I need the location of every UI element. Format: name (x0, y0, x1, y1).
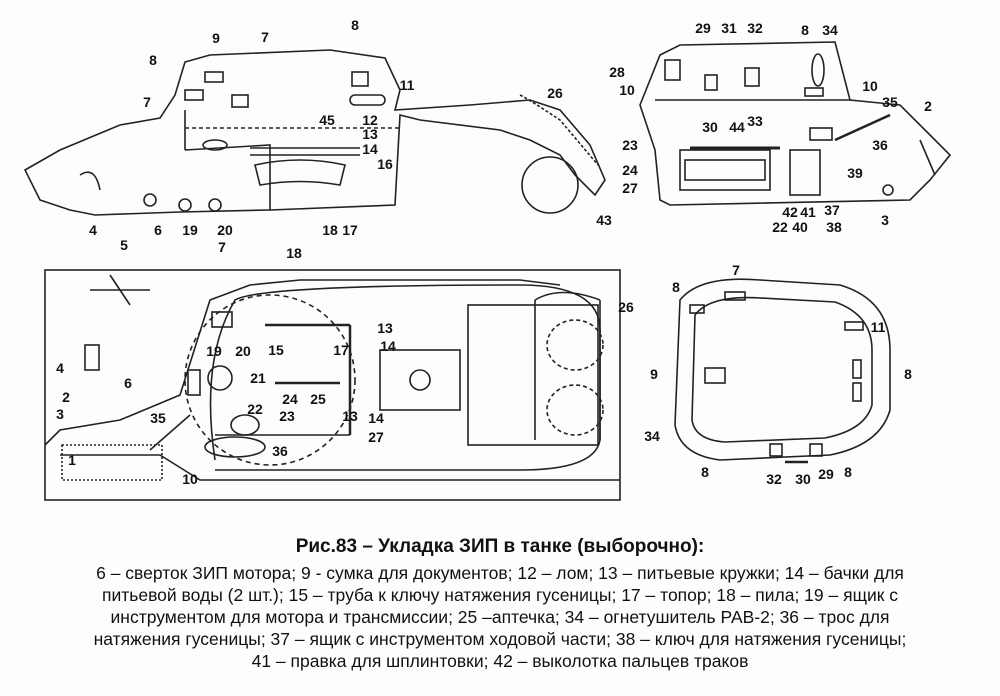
legend-line: 41 – правка для шплинтовки; 42 – выколот… (251, 651, 749, 671)
section-callout-number: 23 (622, 137, 638, 153)
plan-callout-number: 13 (377, 320, 393, 336)
plan-callout-number: 25 (310, 391, 326, 407)
tank-drawings (23, 41, 952, 501)
plan-callout-number: 17 (333, 342, 349, 358)
plan-callout-number: 6 (124, 375, 132, 391)
side-callout-number: 8 (351, 17, 359, 33)
plan-callout-number: 14 (380, 338, 396, 354)
plan-callout-number: 19 (206, 343, 222, 359)
turret-callout-number: 8 (904, 366, 912, 382)
turret-callout-number: 8 (844, 464, 852, 480)
section-callout-number: 29 (695, 20, 711, 36)
section-callout-number: 3 (881, 212, 889, 228)
plan-callout-number: 23 (279, 408, 295, 424)
side-callout-number: 26 (547, 85, 563, 101)
plan-callout-number: 14 (368, 410, 384, 426)
section-callout-number: 10 (619, 82, 635, 98)
section-callout-number: 41 (800, 204, 816, 220)
section-callout-number: 40 (792, 219, 808, 235)
plan-callout-number: 21 (250, 370, 266, 386)
side-callout-number: 7 (261, 29, 269, 45)
section-callout-number: 28 (609, 64, 625, 80)
plan-callout-number: 36 (272, 443, 288, 459)
plan-callout-number: 1 (68, 452, 76, 468)
turret-callout-number: 29 (818, 466, 834, 482)
section-callout-number: 27 (622, 180, 638, 196)
side-callout-number: 8 (149, 52, 157, 68)
turret-callout-number: 30 (795, 471, 811, 487)
plan-view-drawing (44, 269, 621, 501)
section-callout-number: 2 (924, 98, 932, 114)
plan-callout-number: 15 (268, 342, 284, 358)
figure-caption: Рис.83 – Укладка ЗИП в танке (выборочно)… (0, 536, 1000, 672)
plan-callout-number: 18 (286, 245, 302, 261)
plan-callout-number: 13 (342, 408, 358, 424)
legend-line: натяжения гусеницы; 37 – ящик с инструме… (93, 629, 907, 649)
side-callout-number: 9 (212, 30, 220, 46)
legend-line: питьевой воды (2 шт.); 15 – труба к ключ… (101, 585, 899, 605)
plan-callout-number: 3 (56, 406, 64, 422)
side-callout-number: 20 (217, 222, 233, 238)
turret-callout-number: 34 (644, 428, 660, 444)
section-callout-number: 35 (882, 94, 898, 110)
plan-callout-number: 10 (182, 471, 198, 487)
plan-callout-number: 22 (247, 401, 263, 417)
section-callout-number: 37 (824, 202, 840, 218)
side-callout-number: 12 (362, 112, 378, 128)
section-callout-number: 36 (872, 137, 888, 153)
plan-callout-number: 35 (150, 410, 166, 426)
side-callout-number: 16 (377, 156, 393, 172)
section-callout-number: 39 (847, 165, 863, 181)
side-callout-number: 43 (596, 212, 612, 228)
plan-callout-number: 7 (218, 239, 226, 255)
plan-callout-number: 5 (120, 237, 128, 253)
plan-callout-number: 2 (62, 389, 70, 405)
side-callout-number: 14 (362, 141, 378, 157)
side-view-drawing (23, 49, 606, 216)
figure-title: Рис.83 – Укладка ЗИП в танке (выборочно)… (295, 536, 705, 557)
side-callout-number: 17 (342, 222, 358, 238)
side-callout-number: 4 (89, 222, 97, 238)
section-callout-number: 34 (822, 22, 838, 38)
side-callout-number: 7 (143, 94, 151, 110)
section-callout-number: 42 (782, 204, 798, 220)
section-view-drawing (639, 41, 952, 206)
section-callout-number: 8 (801, 22, 809, 38)
plan-callout-number: 4 (56, 360, 64, 376)
plan-callout-number: 24 (282, 391, 298, 407)
turret-callout-number: 32 (766, 471, 782, 487)
section-callout-number: 44 (729, 119, 745, 135)
turret-view-drawing (674, 278, 891, 464)
section-callout-number: 38 (826, 219, 842, 235)
section-callout-number: 30 (702, 119, 718, 135)
plan-callout-number: 20 (235, 343, 251, 359)
turret-callout-number: 8 (701, 464, 709, 480)
side-callout-number: 13 (362, 126, 378, 142)
section-callout-number: 22 (772, 219, 788, 235)
turret-callout-number: 7 (732, 262, 740, 278)
turret-callout-number: 8 (672, 279, 680, 295)
turret-callout-number: 9 (650, 366, 658, 382)
section-callout-number: 32 (747, 20, 763, 36)
turret-callout-number: 11 (870, 319, 886, 335)
legend-line: 6 – сверток ЗИП мотора; 9 - сумка для до… (96, 563, 904, 583)
section-callout-number: 10 (862, 78, 878, 94)
section-callout-number: 31 (721, 20, 737, 36)
legend-line: инструментом для мотора и трансмиссии; 2… (110, 607, 890, 627)
side-callout-number: 18 (322, 222, 338, 238)
side-callout-number: 45 (319, 112, 335, 128)
section-callout-number: 33 (747, 113, 763, 129)
side-callout-number: 19 (182, 222, 198, 238)
side-callout-number: 11 (399, 77, 415, 93)
side-callout-number: 6 (154, 222, 162, 238)
plan-callout-number: 26 (618, 299, 634, 315)
section-callout-number: 24 (622, 162, 638, 178)
plan-callout-number: 27 (368, 429, 384, 445)
